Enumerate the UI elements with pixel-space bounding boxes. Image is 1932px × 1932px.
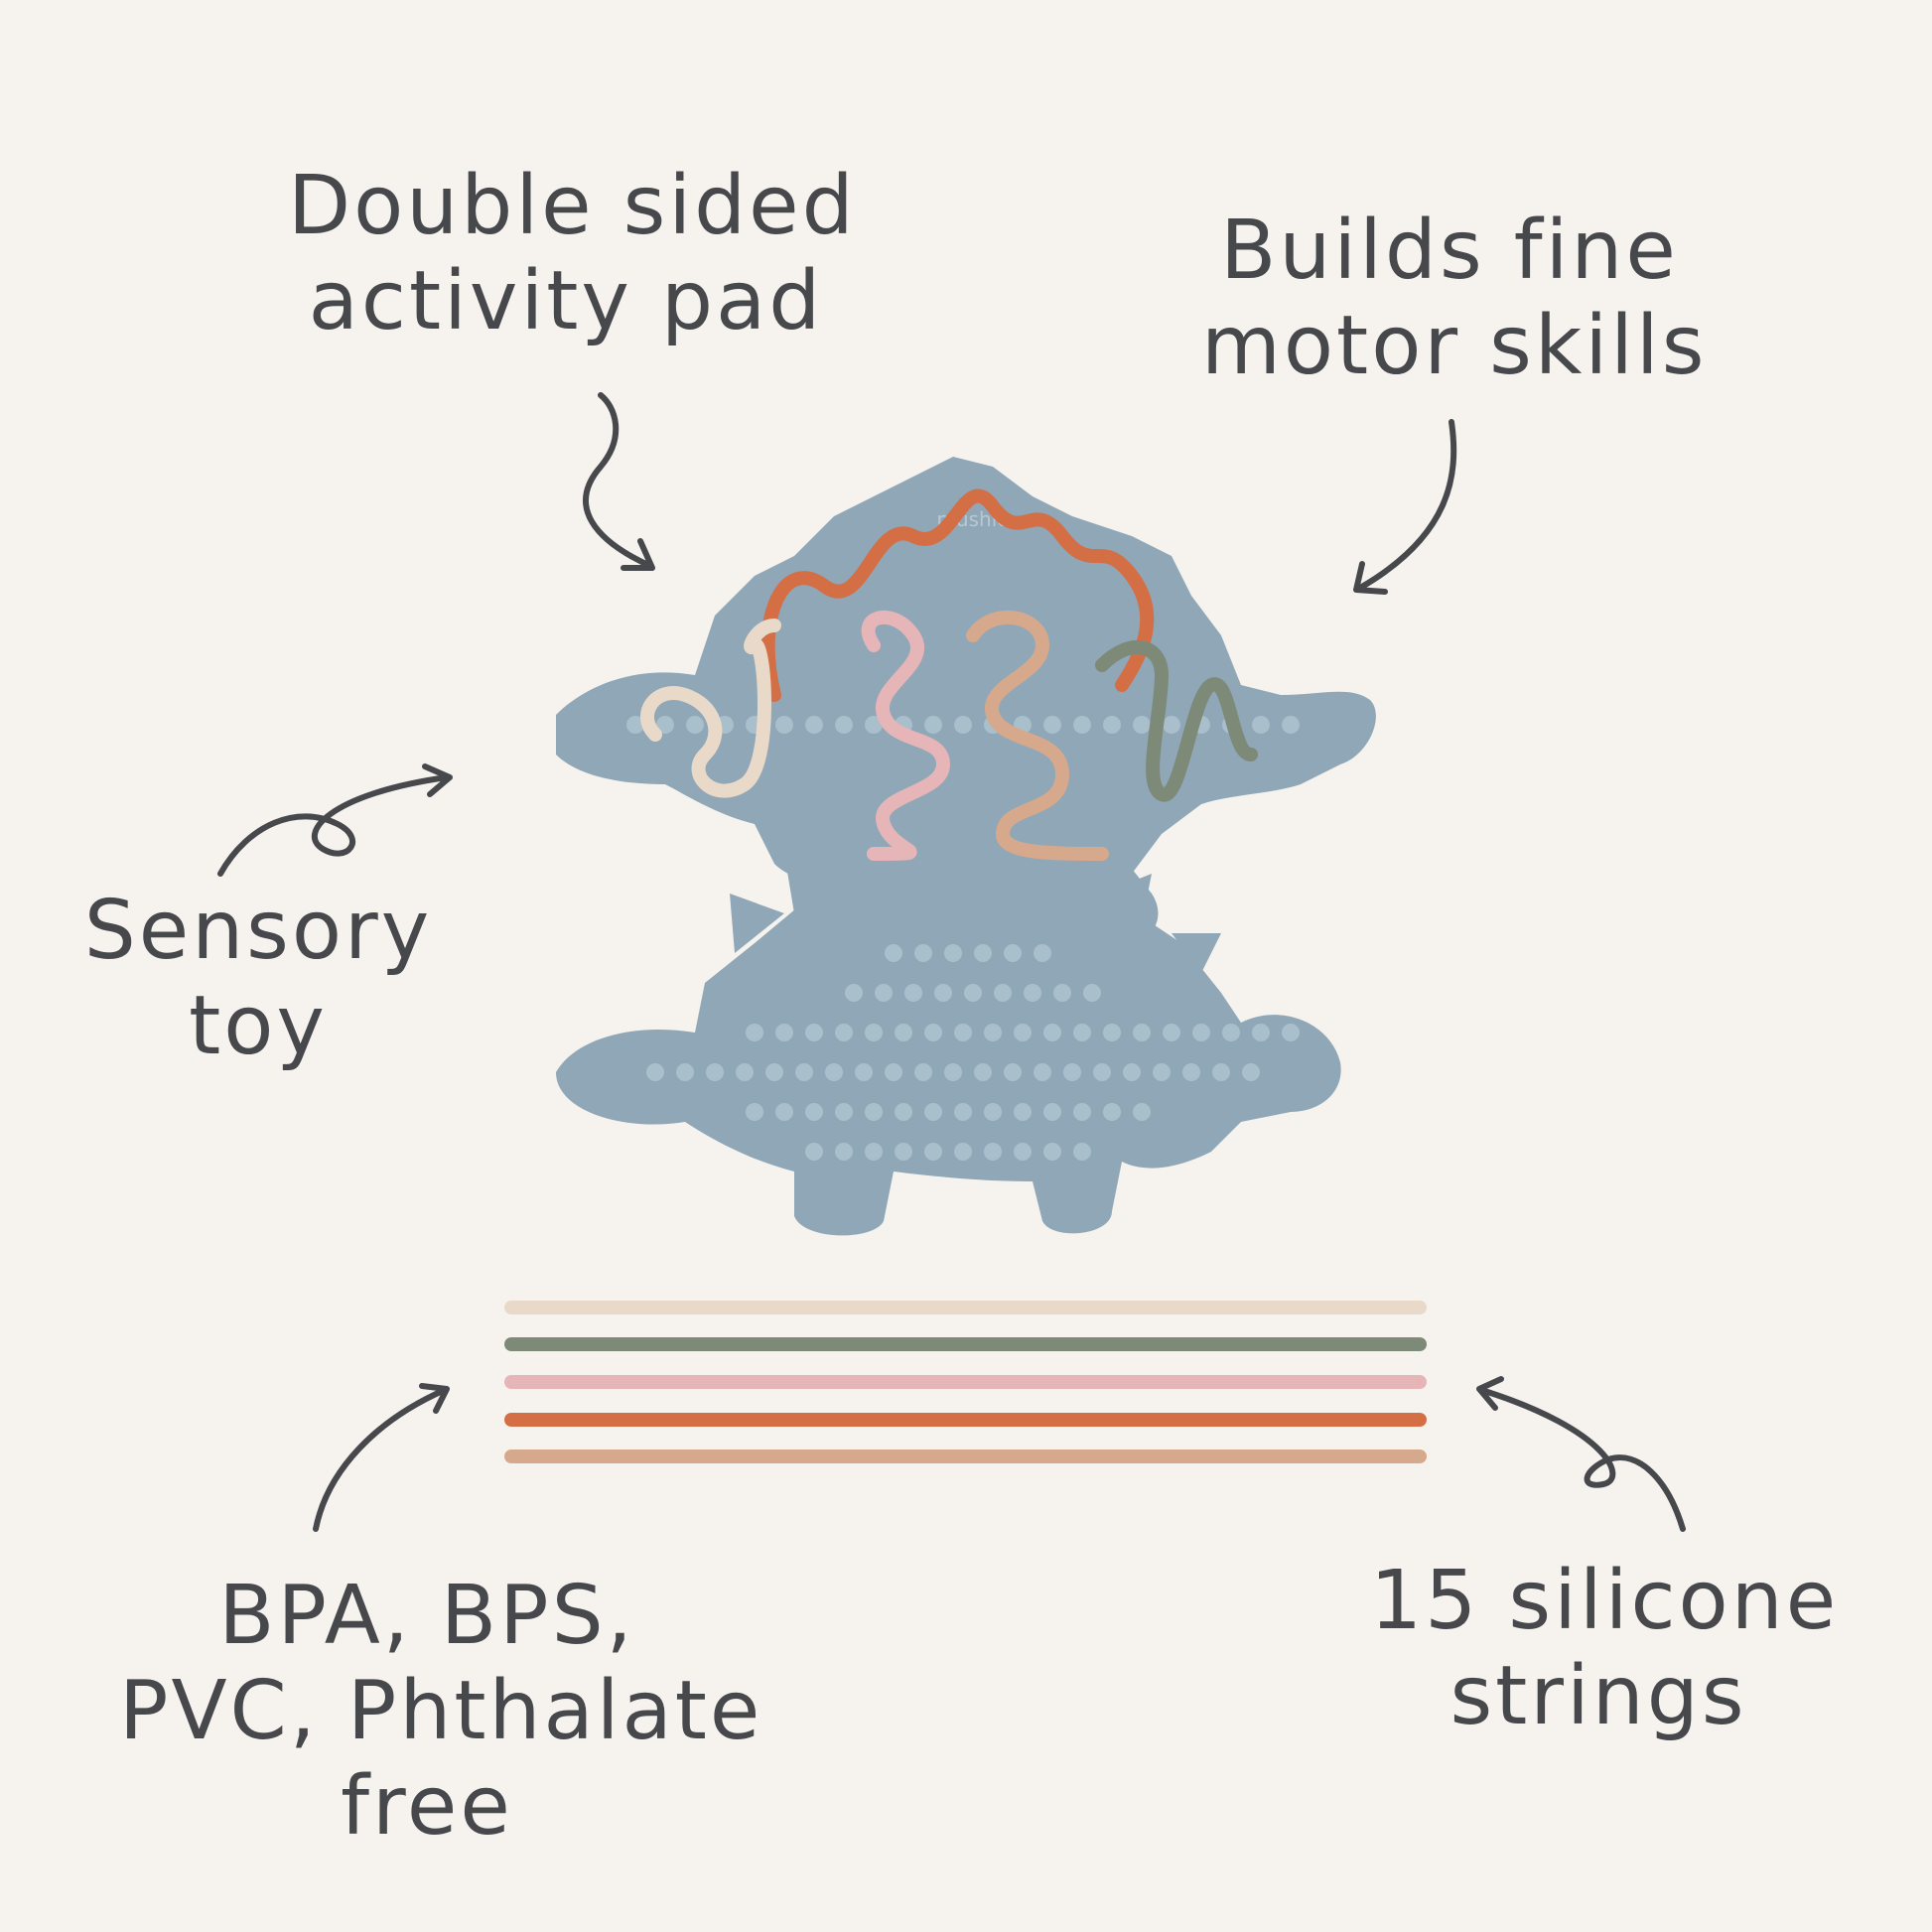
arrow-to-pad-left <box>217 774 450 877</box>
strings-label: 15 silicone strings <box>1370 1554 1840 1744</box>
strings-line-2: strings <box>1449 1649 1747 1743</box>
arrow-to-strings-right-head <box>1476 1376 1504 1411</box>
strings-line-1: 15 silicone <box>1370 1554 1840 1648</box>
sensory-line-2: toy <box>189 979 328 1073</box>
sage-threaded-string <box>1095 640 1258 802</box>
dinosaur-activity-pad: mushie <box>556 457 1376 1236</box>
safety-line-2: PVC, Phthalate <box>119 1664 763 1758</box>
sensory-line-1: Sensory <box>83 884 433 978</box>
safety-label: BPA, BPS, PVC, Phthalate free <box>119 1569 763 1855</box>
annotation-arrows <box>217 392 1686 1532</box>
arrow-to-pad-top-left <box>582 392 653 569</box>
silicone-strings <box>504 1301 1427 1463</box>
double-sided-label: Double sided activity pad <box>288 159 857 349</box>
safety-line-1: BPA, BPS, <box>218 1569 635 1663</box>
arrow-to-strings-left <box>313 1387 448 1532</box>
sensory-label: Sensory toy <box>69 884 447 1074</box>
cream-threaded-string <box>640 619 781 798</box>
fine-motor-line-1: Builds fine <box>1220 204 1679 298</box>
orange-threaded-string <box>760 488 1155 702</box>
fine-motor-line-2: motor skills <box>1201 299 1708 393</box>
arrow-to-pad-top-right <box>1357 419 1457 591</box>
double-sided-line-1: Double sided <box>288 159 857 253</box>
threaded-strings <box>640 488 1258 861</box>
pad-body <box>556 854 1341 1236</box>
peach-threaded-string <box>966 611 1109 861</box>
pad-head <box>556 457 1376 945</box>
arrow-to-pad-top-right-head <box>1353 561 1388 595</box>
pad-nubs <box>626 716 1300 1161</box>
arrow-to-strings-left-head <box>419 1383 450 1414</box>
arrow-to-pad-top-left-head <box>621 538 655 571</box>
safety-line-3: free <box>341 1759 513 1854</box>
arrow-to-pad-left-head <box>422 763 453 797</box>
pink-threaded-string <box>861 611 950 861</box>
fine-motor-label: Builds fine motor skills <box>1201 204 1708 394</box>
double-sided-line-2: activity pad <box>308 254 824 348</box>
arrow-to-strings-right <box>1478 1387 1686 1532</box>
